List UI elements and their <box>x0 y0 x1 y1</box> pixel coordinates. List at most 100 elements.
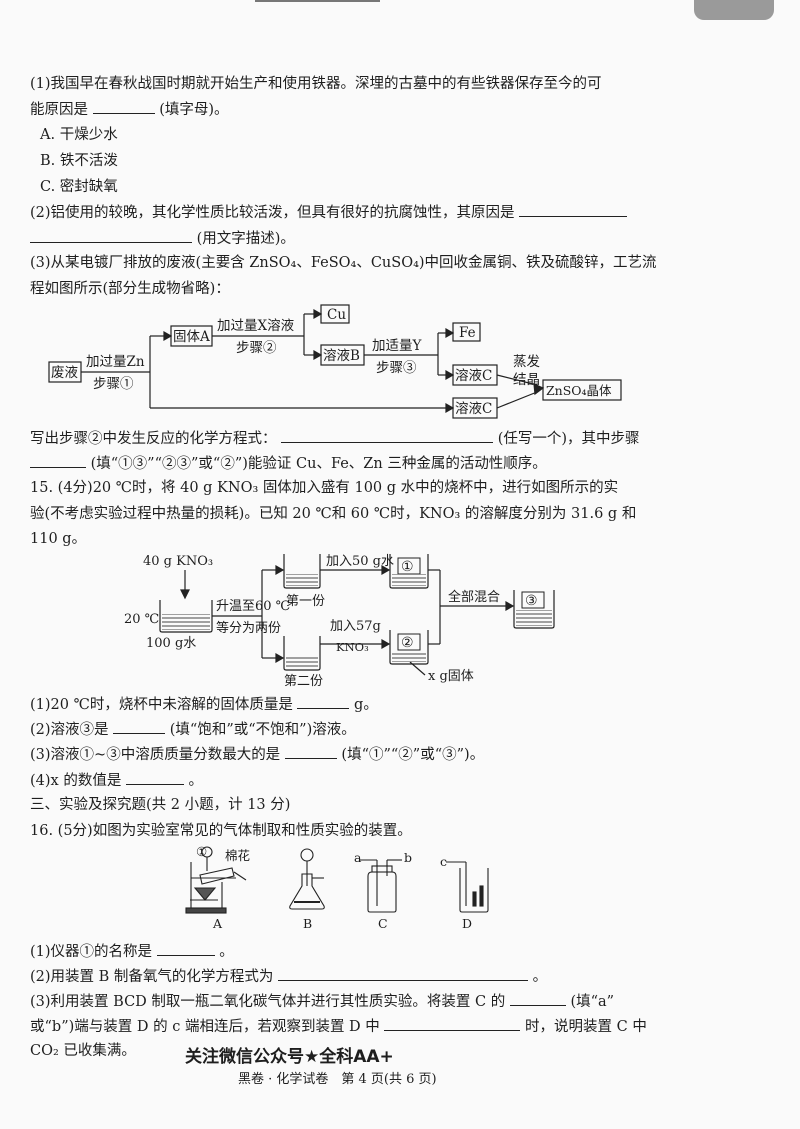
q14-p3-q2-text: (填“①③”“②③”或“②”)能验证 Cu、Fe、Zn 三种金属的活动性顺序。 <box>90 456 547 472</box>
gas-apparatus-diagram: ① 棉花 a b c A B C D <box>185 844 489 931</box>
top-divider <box>255 0 380 2</box>
q14-p2-line2: (用文字描述)。 <box>30 228 295 249</box>
footer-page-number: 黑卷 · 化学试卷 第 4 页(共 6 页) <box>238 1072 437 1087</box>
q15-q4: (4)x 的数值是 。 <box>30 770 203 791</box>
q14-option-a: A. 干燥少水 <box>40 127 118 143</box>
znso4-label: ZnSO₄晶体 <box>546 383 612 398</box>
q15-q3-text: (3)溶液①~③中溶质质量分数最大的是 <box>30 747 281 763</box>
q14-step-blank[interactable] <box>30 453 86 468</box>
q15-q4-blank[interactable] <box>125 770 184 785</box>
q14-p2-answer-blank-2[interactable] <box>30 228 192 243</box>
first-portion-beaker <box>283 554 321 589</box>
q16-q1-text: (1)仪器①的名称是 <box>30 944 153 960</box>
q14-p1-line1: (1)我国早在春秋战国时期就开始生产和使用铁器。深埋的古墓中的有些铁器保存至今的… <box>30 76 602 92</box>
q15-q3-suffix: (填“①”“②”或“③”)。 <box>341 747 485 763</box>
solution-b-label: 溶液B <box>323 348 360 364</box>
q15-q1-text: (1)20 ℃时，烧杯中未溶解的固体质量是 <box>30 697 293 713</box>
solid-a-label: 固体A <box>173 329 210 345</box>
q14-p2-text: (2)铝使用的较晚，其化学性质比较活泼，但具有很好的抗腐蚀性，其原因是 <box>30 205 515 221</box>
q14-option-c: C. 密封缺氧 <box>40 179 118 195</box>
split-two-label: 等分为两份 <box>216 620 281 636</box>
q14-p1-line2: 能原因是 (填字母)。 <box>30 99 229 120</box>
q16-q3-text-2: (填“a” <box>570 994 615 1010</box>
q15-line1: 15. (4分)20 ℃时，将 40 g KNO₃ 固体加入盛有 100 g 水… <box>30 480 619 496</box>
solution-c-label-2: 溶液C <box>455 401 492 417</box>
instrument-1-label: ① <box>196 844 207 859</box>
q16-q3-blank-1[interactable] <box>509 991 566 1006</box>
beaker-1 <box>389 554 429 589</box>
q15-q1-suffix: g。 <box>354 697 378 713</box>
q14-p2-suffix: (用文字描述)。 <box>196 231 295 247</box>
apparatus-a <box>185 846 247 914</box>
kno3-40g-label: 40 g KNO₃ <box>143 554 213 569</box>
q16-q3-line2: 或“b”)端与装置 D 的 c 端相连后，若观察到装置 D 中 时，说明装置 C… <box>30 1016 647 1037</box>
q16-q1: (1)仪器①的名称是 。 <box>30 941 234 962</box>
q14-p2-line1: (2)铝使用的较晚，其化学性质比较活泼，但具有很好的抗腐蚀性，其原因是 <box>30 202 628 223</box>
q14-equation-blank[interactable] <box>281 428 494 443</box>
znso4-crystal-box <box>542 379 622 401</box>
q15-q1: (1)20 ℃时，烧杯中未溶解的固体质量是 g。 <box>30 694 378 715</box>
step1-label: 步骤① <box>93 376 134 392</box>
add-zn-label: 加过量Zn <box>86 354 145 370</box>
beaker-3-label: ③ <box>525 593 538 609</box>
beaker-3 <box>513 590 555 629</box>
q14-option-b: B. 铁不活泼 <box>40 153 118 169</box>
q15-q2-text: (2)溶液③是 <box>30 722 109 738</box>
beaker-2 <box>389 630 429 665</box>
x-g-solid-label: x g固体 <box>428 669 474 684</box>
q15-q1-blank[interactable] <box>297 694 350 709</box>
q15-q3: (3)溶液①~③中溶质质量分数最大的是 (填“①”“②”或“③”)。 <box>30 744 484 765</box>
q14-p1-prefix: 能原因是 <box>30 102 88 118</box>
solution-c-label-1: 溶液C <box>455 368 492 384</box>
waste-label: 废液 <box>51 365 78 381</box>
crystallize-label: 结晶 <box>513 372 540 388</box>
add-water-label: 加入50 g水 <box>326 554 394 569</box>
beaker-2-label: ② <box>401 635 414 651</box>
q14-p3-line2: 程如图所示(部分生成物省略)： <box>30 281 230 297</box>
q14-p3-line1: (3)从某电镀厂排放的废液(主要含 ZnSO₄、FeSO₄、CuSO₄)中回收金… <box>30 255 657 271</box>
add-kno3-label-2: KNO₃ <box>336 640 369 654</box>
q14-p1-answer-blank[interactable] <box>92 99 155 114</box>
section-3-heading: 三、实验及探究题(共 2 小题，计 13 分) <box>30 797 291 813</box>
temp-20c-label: 20 ℃ <box>124 612 159 627</box>
q14-p1-suffix: (填字母)。 <box>159 102 229 118</box>
q15-q2-blank[interactable] <box>113 719 166 734</box>
port-b-label: b <box>404 850 412 865</box>
cu-label: Cu <box>327 307 346 323</box>
apparatus-d <box>446 861 489 913</box>
label-b: B <box>303 916 312 931</box>
q16-q3-line3: CO₂ 已收集满。 <box>30 1043 136 1059</box>
q15-q4-text: (4)x 的数值是 <box>30 773 122 789</box>
mix-all-label: 全部混合 <box>448 589 500 605</box>
second-portion-beaker <box>283 636 321 671</box>
q16-line1: 16. (5分)如图为实验室常见的气体制取和性质实验的装置。 <box>30 823 412 839</box>
step3-label: 步骤③ <box>376 360 417 376</box>
fe-box <box>452 322 481 342</box>
label-d: D <box>462 916 472 931</box>
label-a: A <box>212 916 223 931</box>
cotton-label: 棉花 <box>225 848 250 863</box>
q16-q2-suffix: 。 <box>532 969 548 985</box>
water-100g-label: 100 g水 <box>146 636 196 651</box>
heat-to-60c-label: 升温至60 ℃ <box>216 599 290 614</box>
q15-q4-suffix: 。 <box>188 773 204 789</box>
q15-line2: 验(不考虑实验过程中热量的损耗)。已知 20 ℃和 60 ℃时，KNO₃ 的溶解… <box>30 506 637 522</box>
port-c-label: c <box>440 854 447 869</box>
q16-q3-blank-2[interactable] <box>384 1016 521 1031</box>
port-a-label: a <box>354 850 362 865</box>
process-flow-diagram: 废液 加过量Zn 步骤① 固体A 加过量X溶液 步骤② Cu 溶液B 加适量Y … <box>48 304 622 419</box>
label-c: C <box>378 916 388 931</box>
initial-beaker <box>159 600 213 633</box>
first-portion-label: 第一份 <box>286 594 325 609</box>
q16-q1-blank[interactable] <box>156 941 215 956</box>
footer-brand: 关注微信公众号★全科AA+ <box>185 1047 394 1067</box>
q16-q1-suffix: 。 <box>219 944 234 960</box>
second-portion-label: 第二份 <box>284 674 323 688</box>
apparatus-b <box>289 848 325 910</box>
apparatus-c <box>360 859 402 913</box>
q15-line3: 110 g。 <box>30 531 87 547</box>
q14-p2-answer-blank-1[interactable] <box>519 202 628 217</box>
q15-q3-blank[interactable] <box>284 744 337 759</box>
q16-q2-blank[interactable] <box>278 966 529 981</box>
